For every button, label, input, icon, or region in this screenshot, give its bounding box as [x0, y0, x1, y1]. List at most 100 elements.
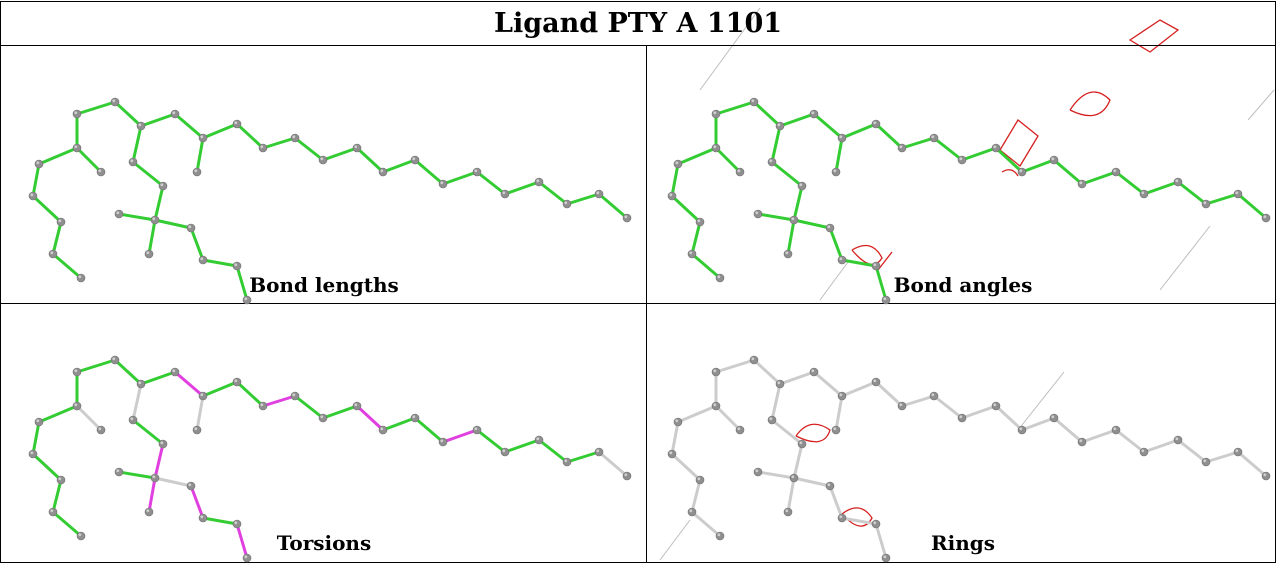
atom-highlight: [1175, 437, 1179, 441]
atom: [158, 439, 168, 449]
bond: [51, 252, 83, 280]
atom-highlight: [596, 191, 600, 195]
atom-highlight: [138, 123, 142, 127]
bond: [441, 170, 479, 186]
atom-highlight: [1079, 439, 1083, 443]
bond: [293, 394, 325, 420]
atom: [198, 255, 208, 265]
bond: [840, 258, 878, 268]
bond: [670, 194, 702, 224]
atom-highlight: [1113, 169, 1117, 173]
atom: [957, 413, 967, 423]
atom: [56, 475, 66, 485]
atom-highlight: [536, 437, 540, 441]
atom: [136, 121, 146, 131]
atom-highlight: [234, 379, 238, 383]
atom-highlight: [755, 469, 759, 473]
atom: [667, 449, 677, 459]
atom-highlight: [152, 217, 156, 221]
atom-highlight: [833, 427, 837, 431]
atom-highlight: [188, 225, 192, 229]
atom: [753, 209, 763, 219]
bond: [874, 522, 888, 560]
atom: [192, 425, 202, 435]
atom: [352, 401, 362, 411]
atom: [1261, 213, 1271, 223]
grid-top: [0, 1, 1276, 2]
bond: [51, 510, 83, 538]
atom: [378, 425, 388, 435]
atom: [1139, 189, 1149, 199]
atom-highlight: [116, 469, 120, 473]
atom-highlight: [412, 157, 416, 161]
bond: [690, 510, 722, 538]
atom-highlight: [200, 257, 204, 261]
bond: [201, 258, 239, 268]
bond: [413, 416, 445, 444]
bond: [1204, 192, 1240, 206]
bond: [690, 252, 722, 280]
bond: [195, 394, 205, 432]
atom: [500, 189, 510, 199]
atom: [378, 167, 388, 177]
atom-highlight: [883, 555, 887, 559]
atom: [767, 415, 777, 425]
molecule-diagram: [28, 355, 632, 563]
bond: [235, 264, 249, 302]
atom-highlight: [737, 427, 741, 431]
atom-highlight: [138, 381, 142, 385]
atom: [150, 473, 160, 483]
atom-highlight: [412, 415, 416, 419]
bond: [113, 100, 143, 128]
bond: [201, 380, 239, 398]
atom: [318, 155, 328, 165]
atom: [767, 157, 777, 167]
bond: [413, 158, 445, 186]
atom-highlight: [564, 201, 568, 205]
atom: [242, 553, 252, 563]
panel-bond-lengths: Bond lengths: [1, 46, 647, 305]
molecule-diagram: [28, 97, 632, 305]
bond: [37, 146, 79, 166]
atom-highlight: [354, 145, 358, 149]
atom: [1233, 189, 1243, 199]
bond: [960, 146, 998, 162]
atom: [831, 425, 841, 435]
atom-highlight: [160, 441, 164, 445]
atom-highlight: [1175, 179, 1179, 183]
atom: [34, 159, 44, 169]
atom: [711, 109, 721, 119]
bond: [1142, 438, 1180, 454]
atom: [1049, 413, 1059, 423]
atom-highlight: [474, 169, 478, 173]
atom-highlight: [873, 521, 877, 525]
atom-highlight: [713, 111, 717, 115]
atom: [897, 143, 907, 153]
bond: [1176, 180, 1208, 206]
atom-highlight: [791, 217, 795, 221]
atom: [1139, 447, 1149, 457]
atom-highlight: [116, 211, 120, 215]
atom-highlight: [1235, 191, 1239, 195]
bond: [1052, 158, 1084, 186]
bond: [537, 438, 569, 464]
bond: [874, 122, 904, 150]
bond: [355, 404, 385, 432]
bond: [173, 370, 205, 398]
atom: [871, 519, 881, 529]
bond: [840, 516, 878, 526]
atom-highlight: [811, 369, 815, 373]
bond: [900, 394, 936, 408]
panel-torsions: Torsions: [1, 304, 647, 563]
atom-highlight: [98, 169, 102, 173]
bond: [189, 226, 205, 262]
atom-highlight: [839, 257, 843, 261]
atom: [871, 119, 881, 129]
atom: [72, 367, 82, 377]
atom: [186, 481, 196, 491]
bond: [1204, 450, 1240, 464]
atom: [1111, 425, 1121, 435]
atom: [170, 109, 180, 119]
atom: [1173, 435, 1183, 445]
atom-highlight: [260, 403, 264, 407]
